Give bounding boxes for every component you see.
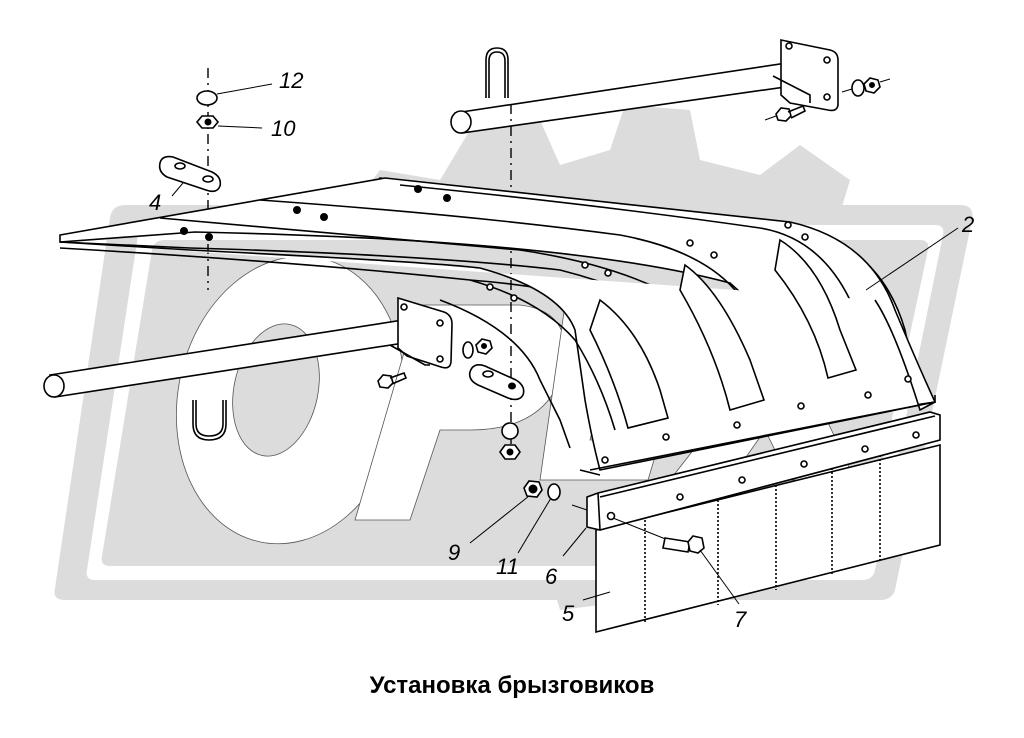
upper-crossbar — [450, 39, 891, 134]
callout-11: 11 — [496, 554, 519, 579]
callout-4: 4 — [149, 190, 161, 215]
callout-10: 10 — [271, 116, 296, 141]
callout-6: 6 — [545, 564, 558, 589]
strip-6 — [586, 411, 941, 531]
callout-9: 9 — [448, 540, 460, 565]
callout-5: 5 — [562, 601, 575, 626]
diagram-title: Установка брызговиков — [369, 672, 655, 699]
lower-crossbar — [43, 296, 493, 441]
callout-7: 7 — [734, 607, 747, 632]
plate-4 — [158, 155, 222, 193]
mud-flap-5 — [595, 443, 941, 634]
mud-flap-assembly — [523, 411, 941, 634]
washer-12 — [196, 90, 218, 106]
callout-12: 12 — [279, 68, 303, 93]
callouts: 12 10 4 2 9 11 6 5 7 — [149, 68, 974, 632]
washer-11 — [547, 483, 561, 501]
hardware-center-stack — [468, 364, 525, 460]
hardware-left-stack — [158, 90, 222, 193]
fender-assembly — [59, 177, 937, 476]
callout-2: 2 — [961, 212, 974, 237]
leader-lines — [171, 83, 959, 605]
